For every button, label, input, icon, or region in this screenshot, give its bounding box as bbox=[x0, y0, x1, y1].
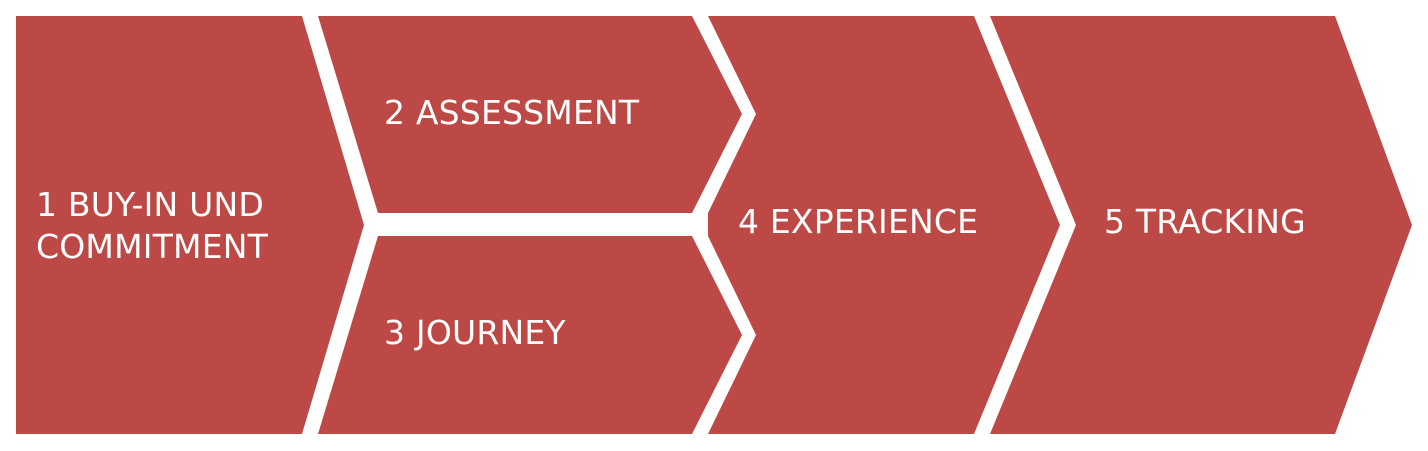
step-3-label: 3 JOURNEY bbox=[384, 313, 566, 352]
step-1-label: 1 BUY-IN UND COMMITMENT bbox=[36, 185, 275, 266]
step-5-shape[interactable] bbox=[990, 16, 1412, 434]
step-1-shape[interactable] bbox=[16, 16, 364, 434]
step-1-label-line2: COMMITMENT bbox=[36, 227, 269, 266]
step-5-label: 5 TRACKING bbox=[1104, 202, 1306, 241]
step-3-shape[interactable] bbox=[318, 236, 742, 434]
step-2-shape[interactable] bbox=[318, 16, 742, 213]
step-1[interactable]: 1 BUY-IN UND COMMITMENT bbox=[16, 16, 364, 434]
step-4-label: 4 EXPERIENCE bbox=[738, 202, 978, 241]
step-2-label: 2 ASSESSMENT bbox=[384, 93, 640, 132]
step-2[interactable]: 2 ASSESSMENT bbox=[318, 16, 742, 213]
step-4-shape[interactable] bbox=[708, 16, 1060, 434]
step-5[interactable]: 5 TRACKING bbox=[990, 16, 1412, 434]
step-3[interactable]: 3 JOURNEY bbox=[318, 236, 742, 434]
step-4[interactable]: 4 EXPERIENCE bbox=[708, 16, 1060, 434]
step-1-label-line1: 1 BUY-IN UND bbox=[36, 185, 264, 224]
